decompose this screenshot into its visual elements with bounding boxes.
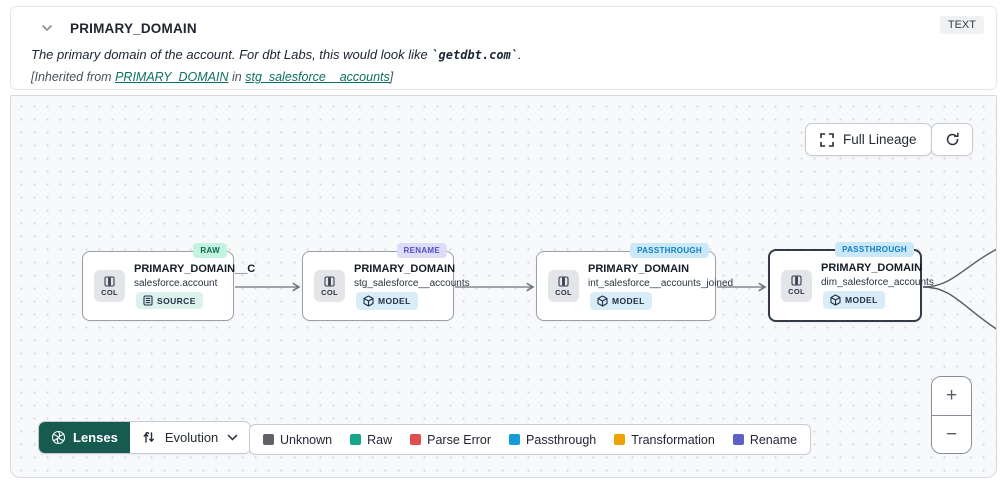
legend-label: Parse Error (427, 432, 492, 447)
node-subtitle: stg_salesforce__accounts (354, 277, 470, 289)
column-description: The primary domain of the account. For d… (31, 47, 982, 62)
description-suffix: . (518, 47, 522, 62)
collapse-button[interactable] (39, 20, 55, 36)
resource-type-label: MODEL (378, 295, 411, 306)
lenses-control: Lenses Evolution (38, 421, 252, 454)
legend-item: Parse Error (410, 433, 491, 447)
column-chip: COL (548, 270, 579, 302)
source-icon (143, 295, 153, 306)
node-body: PRIMARY_DOMAIN stg_salesforce__accounts … (354, 263, 470, 310)
zoom-in-button[interactable]: + (932, 377, 971, 416)
full-lineage-button[interactable]: Full Lineage (805, 123, 932, 156)
lineage-node[interactable]: RAW COL PRIMARY_DOMAIN__C salesforce.acc… (82, 243, 255, 321)
legend-label: Transformation (631, 432, 715, 447)
fork-edge-down (922, 286, 996, 330)
chevron-down-icon (42, 25, 52, 31)
resource-type-label: MODEL (845, 295, 878, 305)
column-chip: COL (314, 270, 345, 302)
legend-swatch (732, 434, 744, 445)
model-icon (597, 294, 608, 307)
resource-type-tag: MODEL (356, 291, 418, 310)
node-subtitle: int_salesforce__accounts_joined (588, 277, 734, 289)
evolution-legend: Unknown Raw Parse Error Passthrough Tran… (249, 424, 812, 455)
lenses-button[interactable]: Lenses (39, 422, 130, 453)
legend-swatch (350, 434, 362, 445)
inherited-from-line: [Inherited from PRIMARY_DOMAIN in stg_sa… (31, 70, 982, 84)
column-icon (791, 275, 802, 286)
lineage-node[interactable]: RENAME COL PRIMARY_DOMAIN stg_salesforce… (302, 243, 470, 321)
legend-swatch (509, 434, 521, 445)
column-icon (104, 275, 115, 287)
legend-item: Raw (350, 433, 392, 447)
description-text: The primary domain of the account. For d… (31, 47, 432, 62)
column-icon (558, 275, 569, 287)
page-title: PRIMARY_DOMAIN (70, 20, 197, 36)
node-title: PRIMARY_DOMAIN (354, 262, 456, 275)
node-body: PRIMARY_DOMAIN__C salesforce.account SOU… (134, 263, 255, 309)
evolution-type-badge: PASSTHROUGH (835, 242, 914, 257)
legend-item: Unknown (263, 433, 332, 447)
evolution-type-badge: PASSTHROUGH (630, 243, 709, 258)
lenses-label: Lenses (73, 430, 118, 445)
column-icon (324, 275, 335, 287)
resource-type-label: MODEL (612, 295, 645, 306)
legend-label: Raw (367, 432, 393, 447)
legend-item: Passthrough (509, 433, 596, 447)
column-chip-label: COL (555, 287, 572, 297)
evolution-icon (143, 431, 154, 443)
legend-swatch (263, 434, 274, 445)
title-row: PRIMARY_DOMAIN TEXT (31, 16, 984, 40)
description-code: `getdbt.com` (431, 48, 519, 62)
legend-swatch (410, 434, 422, 445)
column-chip-label: COL (321, 287, 338, 297)
column-chip-label: COL (788, 287, 805, 296)
legend-item: Transformation (614, 433, 715, 447)
zoom-out-button[interactable]: − (932, 415, 971, 453)
legend-item: Rename (732, 432, 798, 447)
resource-type-tag: MODEL (823, 291, 885, 309)
inherited-suffix: ] (389, 70, 394, 84)
lens-select-value: Evolution (164, 430, 219, 445)
lineage-canvas[interactable]: RAW COL PRIMARY_DOMAIN__C salesforce.acc… (10, 95, 997, 478)
inherited-prefix: [Inherited from (31, 70, 116, 84)
inherited-model-link[interactable]: stg_salesforce__accounts (245, 70, 390, 84)
node-title: PRIMARY_DOMAIN (588, 262, 690, 275)
lens-aperture-icon (51, 430, 66, 445)
lineage-node[interactable]: PASSTHROUGH COL PRIMARY_DOMAIN dim_sales… (768, 242, 934, 322)
refresh-icon (946, 132, 959, 146)
chevron-down-icon (227, 434, 238, 441)
type-badge: TEXT (939, 16, 984, 34)
lineage-node[interactable]: PASSTHROUGH COL PRIMARY_DOMAIN int_sales… (536, 243, 733, 321)
legend-label: Passthrough (526, 432, 597, 447)
node-subtitle: salesforce.account (134, 278, 218, 289)
node-body: PRIMARY_DOMAIN int_salesforce__accounts_… (588, 262, 733, 310)
evolution-type-badge: RAW (193, 243, 227, 258)
column-chip: COL (781, 269, 812, 302)
model-icon (363, 294, 374, 307)
inherited-middle: in (228, 70, 246, 84)
refresh-button[interactable] (931, 123, 973, 156)
evolution-type-badge: RENAME (396, 243, 447, 258)
node-title: PRIMARY_DOMAIN__C (134, 263, 256, 275)
node-body: PRIMARY_DOMAIN dim_salesforce_accounts M… (821, 262, 934, 309)
lens-select-dropdown[interactable]: Evolution (129, 422, 251, 453)
legend-label: Unknown (280, 432, 333, 447)
legend-swatch (614, 434, 626, 445)
legend-label: Rename (749, 432, 798, 447)
column-detail-card: PRIMARY_DOMAIN TEXT The primary domain o… (10, 6, 997, 90)
resource-type-tag: MODEL (590, 291, 652, 310)
node-subtitle: dim_salesforce_accounts (821, 277, 934, 288)
fork-edge-up (922, 248, 996, 288)
full-lineage-label: Full Lineage (843, 132, 917, 147)
column-chip-label: COL (101, 287, 118, 297)
resource-type-label: SOURCE (157, 295, 196, 306)
expand-icon (820, 132, 834, 147)
inherited-column-link[interactable]: PRIMARY_DOMAIN (115, 70, 229, 84)
resource-type-tag: SOURCE (136, 292, 203, 309)
model-icon (830, 294, 841, 306)
zoom-controls: + − (931, 376, 972, 454)
column-chip: COL (94, 270, 125, 302)
node-title: PRIMARY_DOMAIN (821, 262, 923, 274)
